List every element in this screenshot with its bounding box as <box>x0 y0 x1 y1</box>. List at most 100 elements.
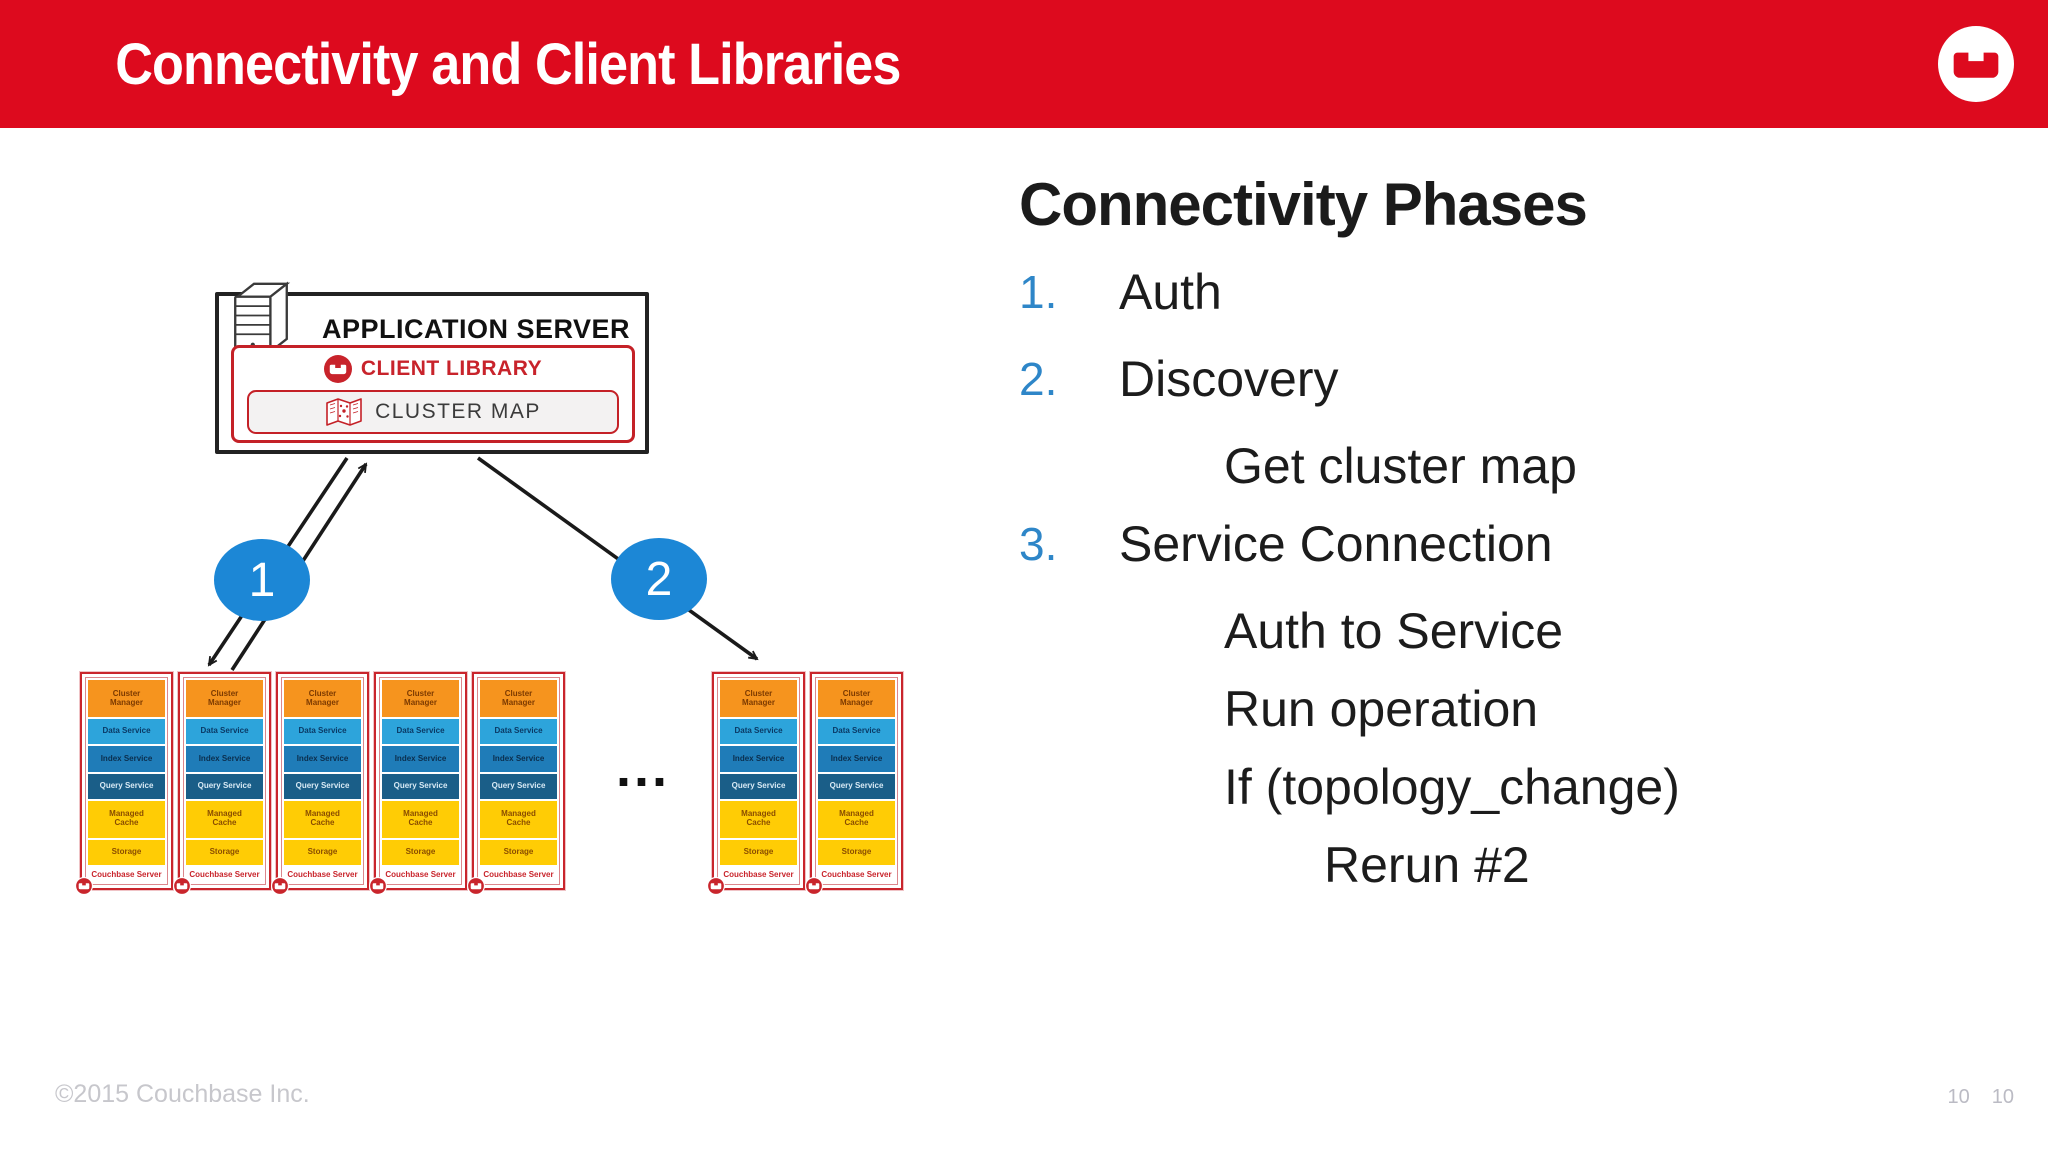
service-row-storage: Storage <box>480 839 557 865</box>
service-row-query-service: Query Service <box>88 773 165 799</box>
service-row-cluster-manager: Cluster Manager <box>720 680 797 718</box>
service-row-storage: Storage <box>88 839 165 865</box>
service-row-cluster-manager: Cluster Manager <box>88 680 165 718</box>
service-row-storage: Storage <box>186 839 263 865</box>
service-row-data-service: Data Service <box>88 719 165 745</box>
couchbase-node-logo-icon <box>707 877 725 895</box>
couchbase-server-label: Couchbase Server <box>287 870 358 879</box>
phase-text: Run operation <box>1224 681 1539 737</box>
phase-text: Auth to Service <box>1224 603 1564 659</box>
service-row-managed-cache: Managed Cache <box>480 800 557 838</box>
phase-item: Rerun #2 <box>1019 835 1979 895</box>
couchbase-logo-icon <box>1938 26 2014 102</box>
phase-text: Discovery <box>1119 351 1339 407</box>
phases-list: 1. Auth 2. Discovery Get cluster map 3. … <box>1019 262 1979 913</box>
service-row-query-service: Query Service <box>720 773 797 799</box>
service-row-index-service: Index Service <box>284 746 361 772</box>
step-badge-1: 1 <box>214 539 310 621</box>
service-row-data-service: Data Service <box>818 719 895 745</box>
couchbase-server-label: Couchbase Server <box>189 870 260 879</box>
service-row-index-service: Index Service <box>818 746 895 772</box>
couchbase-node-logo-icon <box>75 877 93 895</box>
service-row-managed-cache: Managed Cache <box>382 800 459 838</box>
service-row-cluster-manager: Cluster Manager <box>818 680 895 718</box>
phase-item: 2. Discovery <box>1019 349 1979 409</box>
service-row-index-service: Index Service <box>88 746 165 772</box>
phase-text: Get cluster map <box>1224 438 1577 494</box>
phase-number: 1. <box>1019 266 1058 318</box>
service-row-data-service: Data Service <box>284 719 361 745</box>
service-row-index-service: Index Service <box>186 746 263 772</box>
phase-text: Auth <box>1119 264 1222 320</box>
service-row-managed-cache: Managed Cache <box>284 800 361 838</box>
service-row-managed-cache: Managed Cache <box>186 800 263 838</box>
service-row-query-service: Query Service <box>186 773 263 799</box>
slide-title: Connectivity and Client Libraries <box>115 31 901 97</box>
couchbase-server-label: Couchbase Server <box>723 870 794 879</box>
phase-item: Get cluster map <box>1019 436 1979 496</box>
step-badge-2: 2 <box>611 538 707 620</box>
page-number: 10 <box>1947 1086 1970 1108</box>
phase-item: Auth to Service <box>1019 601 1979 661</box>
service-row-cluster-manager: Cluster Manager <box>382 680 459 718</box>
couchbase-node-logo-icon <box>467 877 485 895</box>
phase-item: 1. Auth <box>1019 262 1979 322</box>
service-row-data-service: Data Service <box>720 719 797 745</box>
couchbase-node-logo-icon <box>173 877 191 895</box>
couchbase-node-logo-icon <box>369 877 387 895</box>
phase-text: If (topology_change) <box>1224 759 1680 815</box>
service-row-index-service: Index Service <box>720 746 797 772</box>
cluster-map-icon <box>325 397 363 427</box>
client-library-label: CLIENT LIBRARY <box>360 357 543 380</box>
phase-text: Rerun #2 <box>1324 837 1530 893</box>
header-bar: Connectivity and Client Libraries <box>0 0 2048 128</box>
service-row-storage: Storage <box>818 839 895 865</box>
cluster-map-bar: CLUSTER MAP <box>247 390 619 434</box>
service-row-storage: Storage <box>284 839 361 865</box>
couchbase-server-label: Couchbase Server <box>91 870 162 879</box>
service-row-index-service: Index Service <box>382 746 459 772</box>
service-row-query-service: Query Service <box>818 773 895 799</box>
couchbase-node-logo-icon <box>271 877 289 895</box>
service-row-managed-cache: Managed Cache <box>88 800 165 838</box>
phase-item: Run operation <box>1019 679 1979 739</box>
connection-arrows <box>207 456 759 671</box>
phase-item: If (topology_change) <box>1019 757 1979 817</box>
ellipsis-dots: ... <box>616 738 671 798</box>
phase-item: 3. Service Connection <box>1019 514 1979 574</box>
couchbase-node-logo-icon <box>805 877 823 895</box>
couchbase-server-label: Couchbase Server <box>821 870 892 879</box>
application-server-label: APPLICATION SERVER <box>321 314 631 344</box>
phase-text: Service Connection <box>1119 516 1553 572</box>
phase-number: 3. <box>1019 518 1058 570</box>
service-row-cluster-manager: Cluster Manager <box>186 680 263 718</box>
phase-number: 2. <box>1019 353 1058 405</box>
page-numbers: 10 10 <box>1948 1086 2015 1109</box>
couchbase-server-label: Couchbase Server <box>385 870 456 879</box>
phases-heading: Connectivity Phases <box>1019 171 1588 238</box>
service-row-cluster-manager: Cluster Manager <box>480 680 557 718</box>
cluster-map-label: CLUSTER MAP <box>375 400 541 423</box>
service-row-query-service: Query Service <box>382 773 459 799</box>
service-row-query-service: Query Service <box>284 773 361 799</box>
service-row-data-service: Data Service <box>186 719 263 745</box>
service-row-data-service: Data Service <box>382 719 459 745</box>
service-row-storage: Storage <box>382 839 459 865</box>
copyright-text: ©2015 Couchbase Inc. <box>55 1080 310 1108</box>
service-row-managed-cache: Managed Cache <box>720 800 797 838</box>
service-row-data-service: Data Service <box>480 719 557 745</box>
page-number: 10 <box>1991 1086 2014 1108</box>
couchbase-mini-logo-icon <box>323 355 352 383</box>
service-row-cluster-manager: Cluster Manager <box>284 680 361 718</box>
service-row-managed-cache: Managed Cache <box>818 800 895 838</box>
